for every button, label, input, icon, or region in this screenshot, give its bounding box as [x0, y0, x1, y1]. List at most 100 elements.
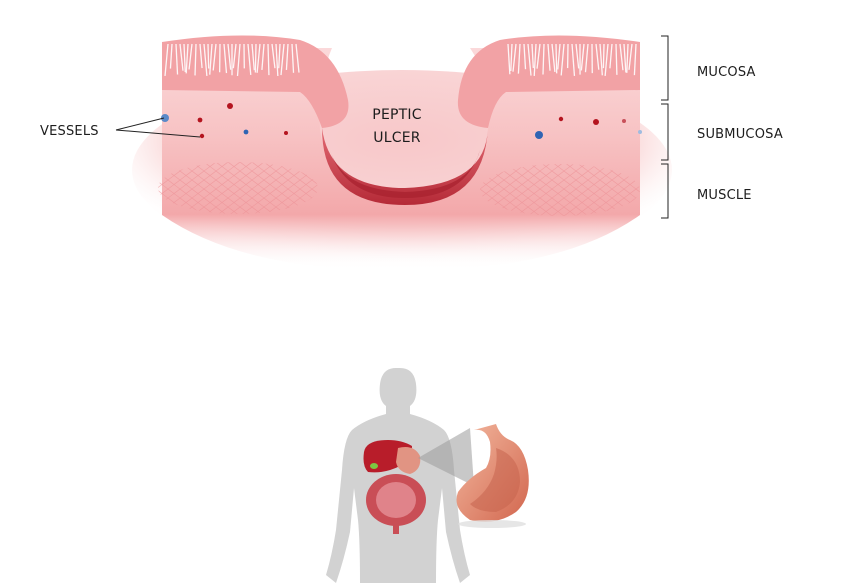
mucosa-label: MUCOSA	[697, 65, 756, 80]
villus-stroke	[609, 43, 613, 69]
villus-stroke	[542, 43, 545, 75]
villus-stroke	[580, 43, 585, 71]
villus-stroke	[595, 43, 600, 70]
vessels-label: VESSELS	[40, 124, 99, 139]
villus-stroke	[507, 43, 511, 75]
vessel-blue-dot	[638, 130, 642, 134]
submucosa-label: SUBMUCOSA	[697, 127, 783, 142]
vessels-group	[115, 103, 642, 139]
villus-stroke	[247, 43, 252, 75]
villus-stroke	[604, 43, 609, 77]
villus-stroke	[207, 43, 210, 69]
villus-stroke	[599, 43, 603, 76]
vessel-red-dot	[593, 119, 599, 125]
small-intestine	[376, 482, 416, 518]
villus-stroke	[555, 43, 558, 74]
villus-stroke	[203, 43, 208, 77]
mucosa-top-right	[457, 35, 640, 128]
vessel-blue-edge	[161, 114, 169, 122]
villus-stroke	[628, 43, 633, 70]
gallbladder	[370, 463, 378, 469]
villus-stroke	[512, 43, 517, 72]
vessel-red-dot	[197, 117, 203, 123]
villus-stroke	[271, 43, 276, 69]
villus-stroke	[285, 43, 289, 70]
villus-stroke	[510, 43, 513, 72]
vessel-red-dot	[284, 131, 288, 135]
muscle-mesh-right	[480, 164, 640, 216]
villus-stroke	[261, 43, 265, 70]
villus-stroke	[527, 43, 532, 76]
stomach-in-body	[396, 447, 421, 474]
villus-stroke	[633, 43, 637, 76]
villus-stroke	[185, 43, 189, 74]
zoom-wedge	[418, 428, 474, 486]
villus-stroke	[188, 43, 193, 70]
villus-stroke	[523, 43, 527, 70]
villus-stroke	[533, 43, 537, 76]
villus-stroke	[560, 43, 565, 76]
villus-stroke	[278, 43, 281, 69]
ulcer-label: ULCER	[373, 130, 420, 146]
rectum	[393, 522, 399, 534]
villus-stroke	[275, 43, 279, 77]
villus-stroke	[194, 43, 197, 76]
villus-stroke	[291, 43, 295, 73]
villus-stroke	[223, 43, 228, 74]
muscle-label: MUSCLE	[697, 188, 752, 203]
villus-stroke	[183, 43, 186, 73]
villus-stroke	[584, 43, 589, 73]
villus-stroke	[179, 43, 184, 71]
villus-stroke	[280, 43, 285, 76]
villus-stroke	[575, 43, 580, 69]
villus-stroke	[557, 43, 561, 70]
vessels-leader-line	[115, 129, 201, 138]
villus-stroke	[571, 43, 576, 77]
vessel-red-dot	[227, 103, 233, 109]
body-silhouette	[326, 368, 474, 583]
vessel-red-dot	[622, 119, 626, 123]
stomach-enlarged	[456, 424, 529, 528]
villus-stroke	[295, 43, 300, 73]
peptic-label: PEPTIC	[372, 107, 421, 123]
villus-stroke	[236, 43, 241, 77]
vessel-red-dot	[199, 133, 205, 139]
villus-stroke	[517, 43, 521, 74]
tissue-cross-section	[132, 35, 672, 271]
villus-stroke	[551, 43, 556, 73]
villus-stroke	[212, 43, 217, 71]
villus-stroke	[531, 43, 534, 69]
villus-stroke	[175, 43, 179, 75]
villus-stroke	[169, 43, 173, 69]
vessel-red-dot	[558, 116, 564, 122]
villus-stroke	[267, 43, 270, 76]
muscle-bracket	[661, 163, 669, 219]
villi-left	[164, 43, 300, 77]
vessel-blue-dot	[243, 129, 249, 135]
villus-stroke	[615, 43, 618, 75]
muscle-mesh-left	[158, 162, 318, 214]
villus-stroke	[199, 43, 203, 69]
villus-stroke	[164, 43, 169, 76]
stomach-shadow	[458, 520, 526, 528]
villus-stroke	[227, 43, 232, 70]
villus-stroke	[626, 43, 629, 73]
villus-stroke	[256, 43, 261, 73]
villus-stroke	[602, 43, 605, 69]
villi-right	[507, 43, 637, 77]
vessel-blue-dot	[535, 131, 543, 139]
vessels-leader-line	[115, 117, 165, 131]
villus-stroke	[209, 43, 213, 75]
villus-stroke	[547, 43, 551, 71]
stomach-inner	[470, 448, 520, 512]
villus-stroke	[623, 43, 627, 73]
tissue-layers	[162, 48, 640, 271]
villus-stroke	[251, 43, 255, 71]
submucosa-bracket	[661, 103, 669, 161]
layer-brackets	[661, 35, 669, 219]
villus-stroke	[619, 43, 624, 71]
villus-stroke	[536, 43, 541, 69]
villus-stroke	[232, 43, 237, 69]
villus-stroke	[254, 43, 257, 73]
